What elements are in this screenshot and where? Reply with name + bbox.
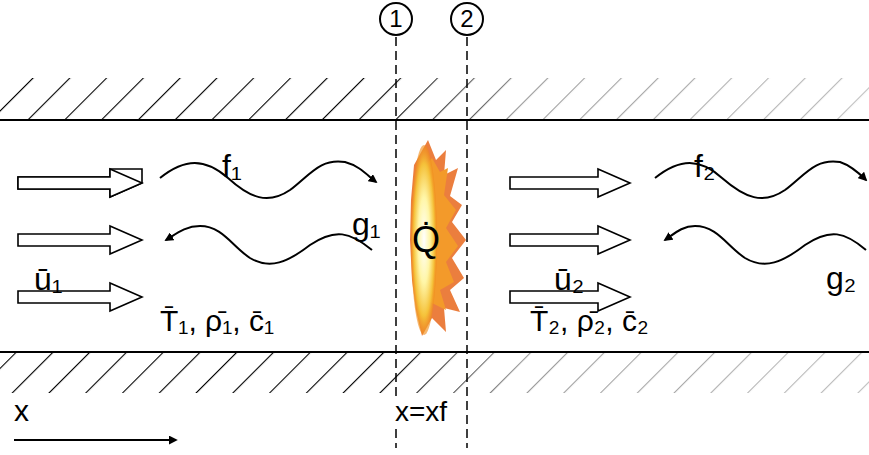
- flow-arrow: [18, 169, 630, 311]
- duct-wall: [0, 78, 869, 393]
- velocity-label: ū₁: [34, 263, 63, 295]
- acoustic-wave: [160, 161, 866, 263]
- wave-label: f₁: [222, 150, 242, 182]
- state-label: T̄₁, ρ̄₁, c̄₁: [160, 306, 274, 336]
- wave-label: g₁: [352, 208, 381, 240]
- flame: [410, 140, 466, 336]
- wave-label: f₂: [694, 150, 715, 182]
- state-label: T̄₂, ρ̄₂, c̄₂: [530, 306, 649, 336]
- position-label: x=xf: [393, 398, 449, 426]
- station-number: 1: [389, 7, 402, 31]
- wave-label: g₂: [826, 262, 856, 294]
- station-number: 2: [460, 7, 473, 31]
- axis-label: x: [14, 396, 29, 426]
- station-circle: 1: [379, 2, 413, 36]
- heat-release-label: Q̇: [412, 222, 440, 258]
- station-circle: 2: [450, 2, 484, 36]
- velocity-label: ū₂: [554, 263, 584, 295]
